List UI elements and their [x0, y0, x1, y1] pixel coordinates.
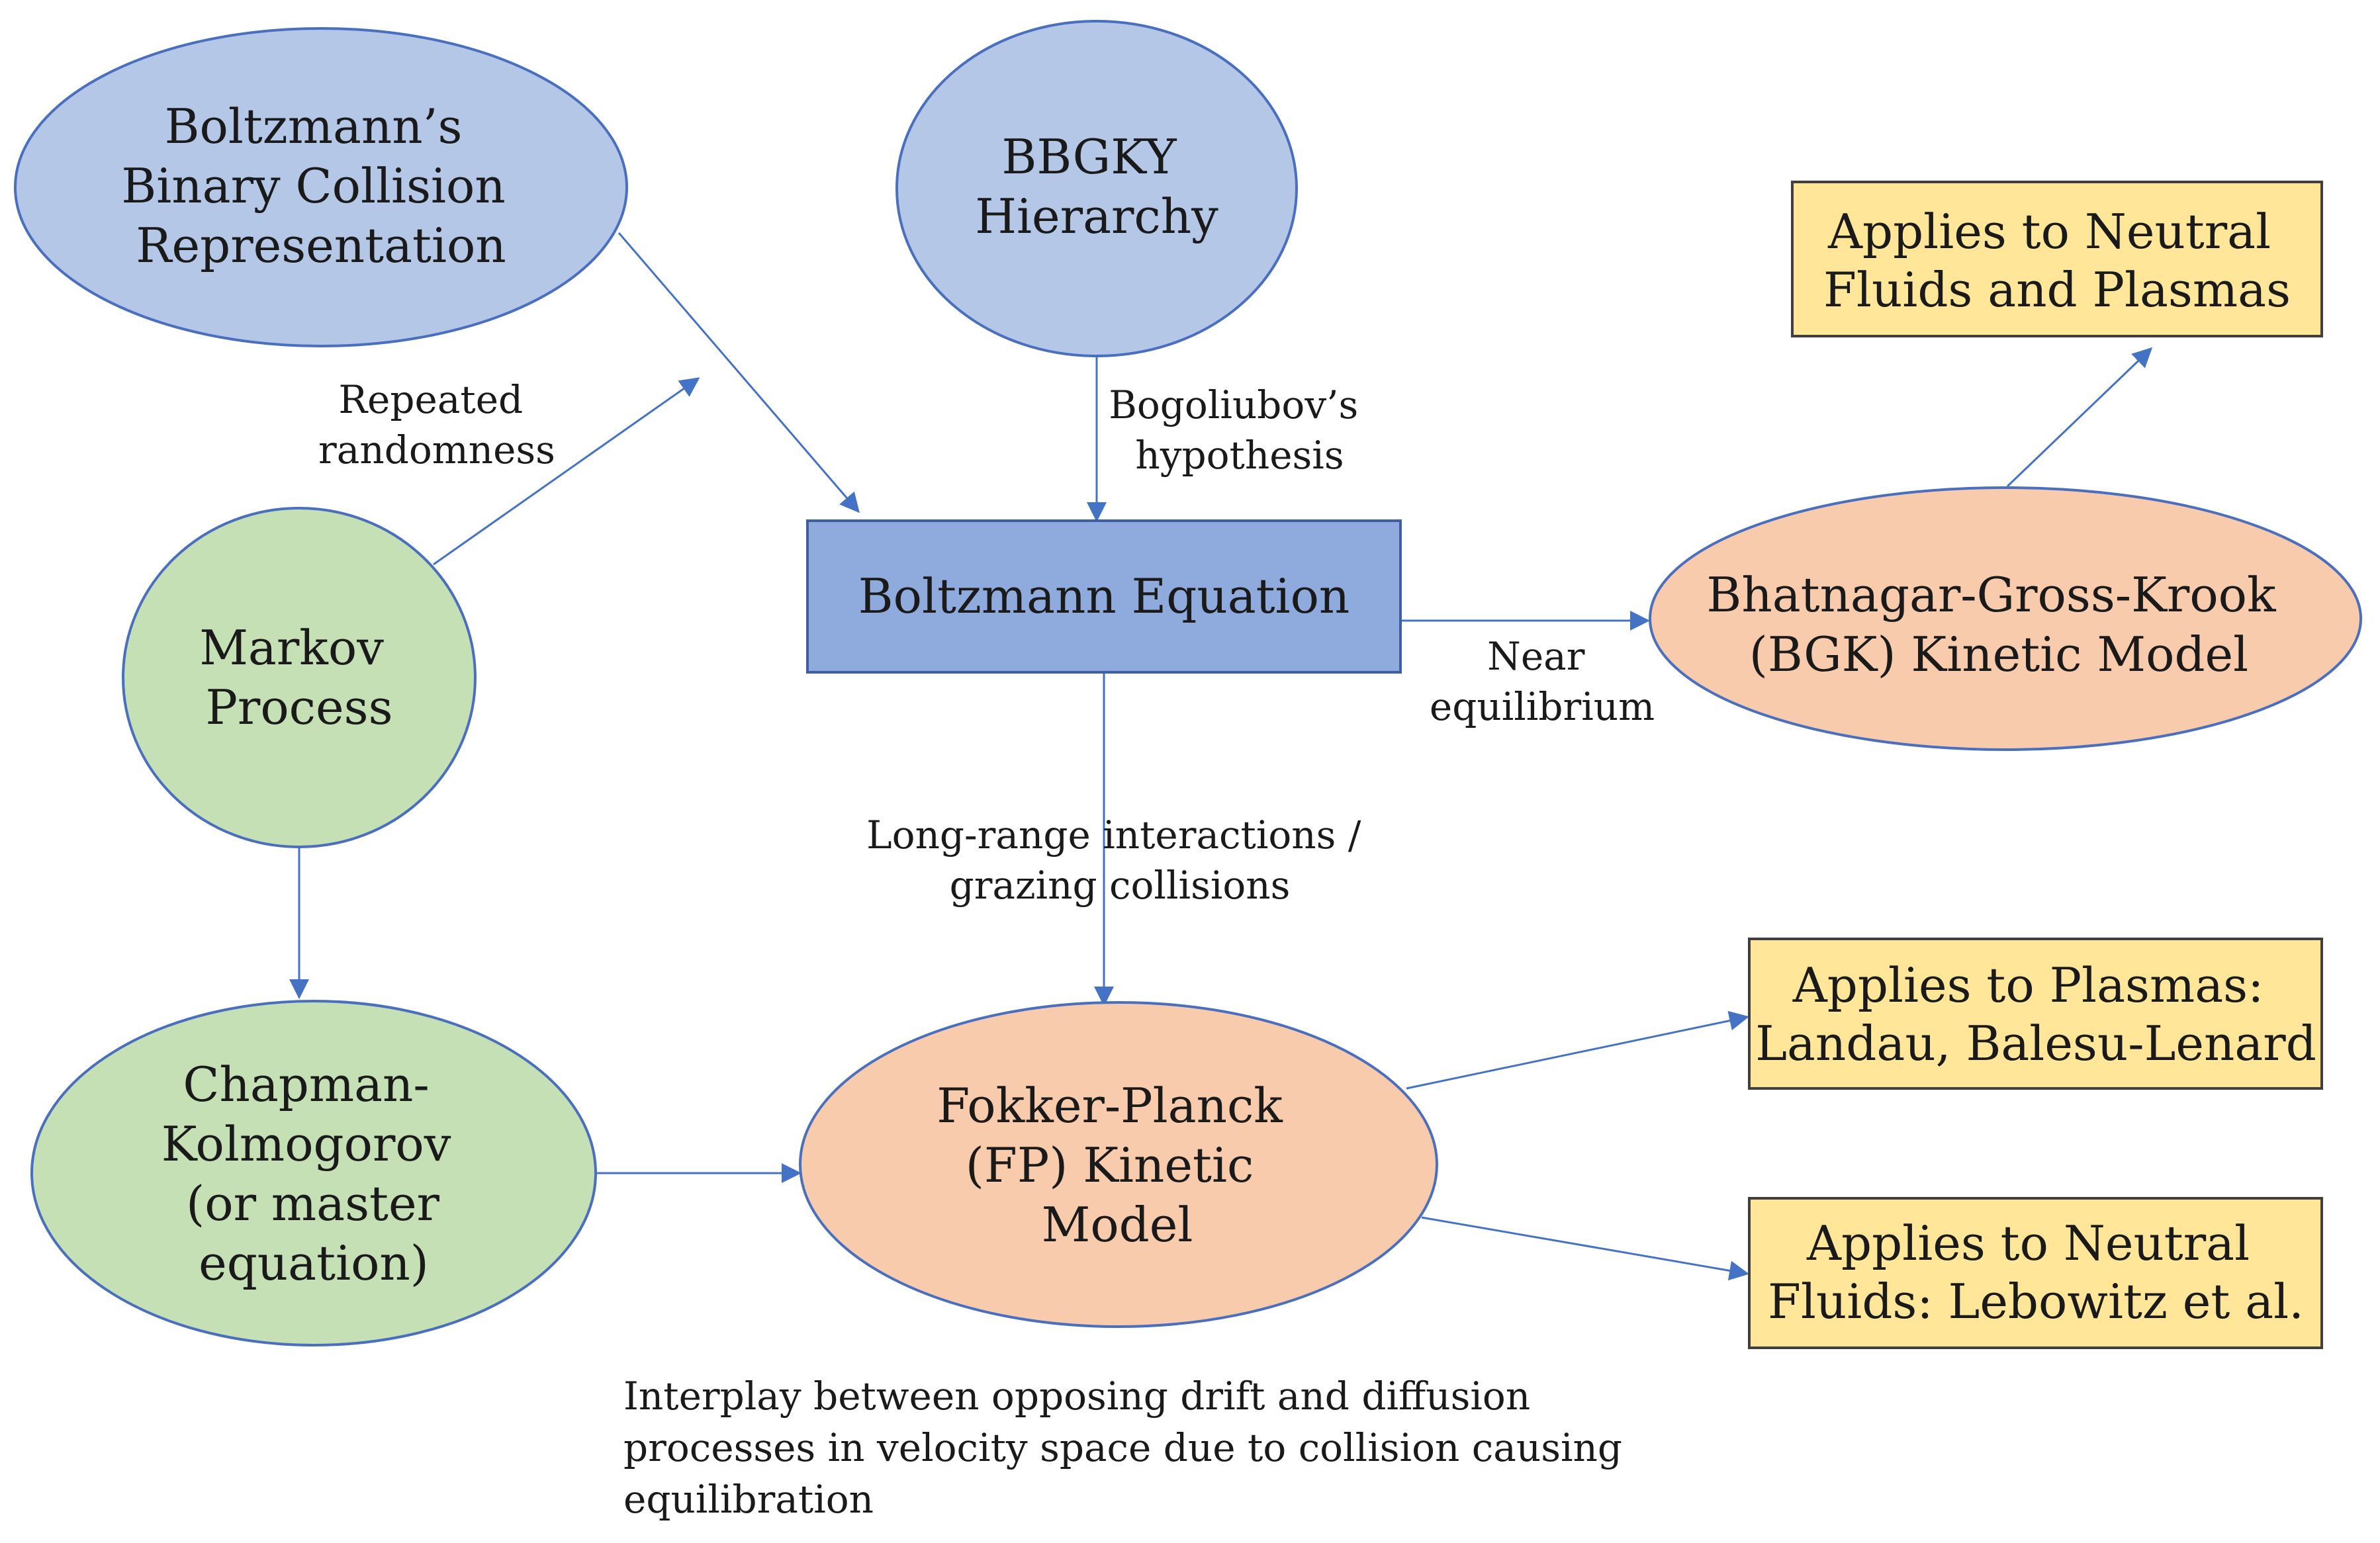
node-boltzmann-binary-shape — [14, 27, 628, 347]
node-boltzmann-eq-line-1: Boltzmann Equation — [858, 568, 1350, 624]
edge-fokker-to-applies-plasma — [1406, 1010, 1749, 1090]
svg-text:Fokker-Planck (FP) Kinet: Fokker-Planck (FP) Kinetic Model — [937, 1078, 1298, 1253]
label-near-equilibrium-line-2: equilibrium — [1430, 684, 1655, 729]
edges — [289, 232, 2153, 1281]
node-fokker: Fokker-Planck (FP) Kinetic Model — [799, 1001, 1438, 1328]
node-bbgky: BBGKY Hierarchy — [895, 20, 1298, 357]
svg-text:Markov Process: Markov Process — [199, 620, 399, 735]
node-bgk: Bhatnagar-Gross-Krook (BGK) Kinetic Mode… — [1649, 486, 2362, 751]
node-bbgky-line-1: BBGKY — [1002, 129, 1178, 185]
fokker-planck-note: Interplay between opposing drift and dif… — [623, 1374, 1634, 1522]
label-bogoliubov-line-1: Bogoliubov’s — [1109, 382, 1358, 427]
svg-text:BBGKY Hierarchy: BBGKY Hierarchy — [975, 129, 1218, 244]
node-chapman-line-2: Kolmogorov — [161, 1116, 451, 1172]
note-line-1: Interplay between opposing drift and dif… — [623, 1374, 1530, 1419]
node-bgk-shape — [1649, 486, 2362, 751]
node-applies-neutral: Applies to Neutral Fluids: Lebowitz et a… — [1748, 1197, 2323, 1349]
note-line-3: equilibration — [623, 1477, 874, 1522]
label-near-equilibrium-line-1: Near — [1487, 634, 1585, 679]
node-chapman-line-3: (or master — [186, 1176, 439, 1231]
node-applies-neutral-line-1: Applies to Neutral — [1806, 1215, 2250, 1271]
node-applies-plasma: Applies to Plasmas: Landau, Balesu-Lenar… — [1748, 938, 2323, 1090]
label-repeated-randomness: Repeated randomness — [318, 377, 555, 472]
node-fokker-line-1: Fokker-Planck — [937, 1078, 1283, 1133]
edge-fokker-to-applies-neutral — [1421, 1216, 1749, 1281]
node-applies-neutral-plasma-shape — [1791, 181, 2323, 337]
node-applies-plasma-shape — [1748, 938, 2323, 1090]
node-markov-line-1: Markov — [199, 620, 384, 676]
node-bbgky-line-2: Hierarchy — [975, 189, 1218, 244]
svg-text:Boltzmann’s Binary Colli: Boltzmann’s Binary Collision Representat… — [121, 99, 520, 273]
node-chapman: Chapman- Kolmogorov (or master equation) — [30, 1000, 597, 1346]
label-repeated-randomness-line-2: randomness — [318, 427, 555, 472]
node-bbgky-shape — [895, 20, 1298, 357]
edge-binary-to-boltzmann-eq — [618, 232, 860, 513]
node-boltzmann-binary-line-1: Boltzmann’s — [165, 99, 463, 154]
node-markov-shape — [122, 507, 477, 848]
node-boltzmann-eq-shape — [806, 519, 1402, 674]
node-boltzmann-binary-line-3: Representation — [136, 218, 506, 273]
svg-text:Chapman- Kolmogorov: Chapman- Kolmogorov (or master equation) — [161, 1057, 467, 1291]
node-bgk-line-2: (BGK) Kinetic Model — [1749, 627, 2248, 682]
edge-bgk-to-applies-neutral-plasma — [2006, 347, 2153, 488]
svg-text:Boltzmann Equation: Boltzmann Equation — [858, 568, 1350, 624]
node-applies-neutral-line-2: Fluids: Lebowitz et al. — [1768, 1274, 2304, 1329]
node-markov: Markov Process — [122, 507, 477, 848]
label-long-range-line-2: grazing collisions — [950, 863, 1291, 908]
note-line-2: processes in velocity space due to colli… — [623, 1425, 1622, 1470]
node-fokker-line-2: (FP) Kinetic — [966, 1137, 1254, 1193]
edge-markov-to-binary — [433, 377, 700, 566]
label-near-equilibrium: Near equilibrium — [1430, 634, 1655, 729]
node-applies-neutral-plasma: Applies to Neutral Fluids and Plasmas — [1791, 181, 2323, 337]
svg-text:Applies to Plasmas: Lan: Applies to Plasmas: Landau, Balesu-Lenar… — [1755, 957, 2316, 1071]
node-applies-neutral-plasma-line-2: Fluids and Plasmas — [1823, 262, 2291, 318]
node-chapman-shape — [30, 1000, 597, 1346]
node-markov-line-2: Process — [205, 680, 392, 735]
node-boltzmann-binary: Boltzmann’s Binary Collision Representat… — [14, 27, 628, 347]
svg-text:Bhatnagar-Gross-Krook (B: Bhatnagar-Gross-Krook (BGK) Kinetic Mode… — [1706, 567, 2291, 682]
node-bgk-line-1: Bhatnagar-Gross-Krook — [1706, 567, 2277, 623]
node-applies-plasma-line-1: Applies to Plasmas: — [1792, 957, 2264, 1013]
node-fokker-line-3: Model — [1042, 1197, 1193, 1253]
node-chapman-line-1: Chapman- — [183, 1057, 429, 1112]
svg-text:Applies to Neutral Flui: Applies to Neutral Fluids and Plasmas — [1823, 204, 2291, 318]
node-applies-neutral-shape — [1748, 1197, 2323, 1349]
node-applies-neutral-plasma-line-1: Applies to Neutral — [1827, 204, 2271, 259]
node-chapman-line-4: equation) — [199, 1235, 429, 1291]
label-long-range: Long-range interactions / grazing collis… — [866, 813, 1373, 908]
node-boltzmann-binary-line-2: Binary Collision — [121, 158, 505, 214]
svg-text:Applies to Neutral Flui: Applies to Neutral Fluids: Lebowitz et a… — [1768, 1215, 2304, 1329]
node-applies-plasma-line-2: Landau, Balesu-Lenard — [1755, 1016, 2316, 1071]
label-repeated-randomness-line-1: Repeated — [338, 377, 523, 422]
node-fokker-shape — [799, 1001, 1438, 1328]
label-bogoliubov-line-2: hypothesis — [1135, 433, 1344, 478]
label-bogoliubov-hypothesis: Bogoliubov’s hypothesis — [1109, 382, 1371, 478]
label-long-range-line-1: Long-range interactions / — [866, 813, 1361, 858]
node-boltzmann-eq: Boltzmann Equation — [806, 519, 1402, 674]
